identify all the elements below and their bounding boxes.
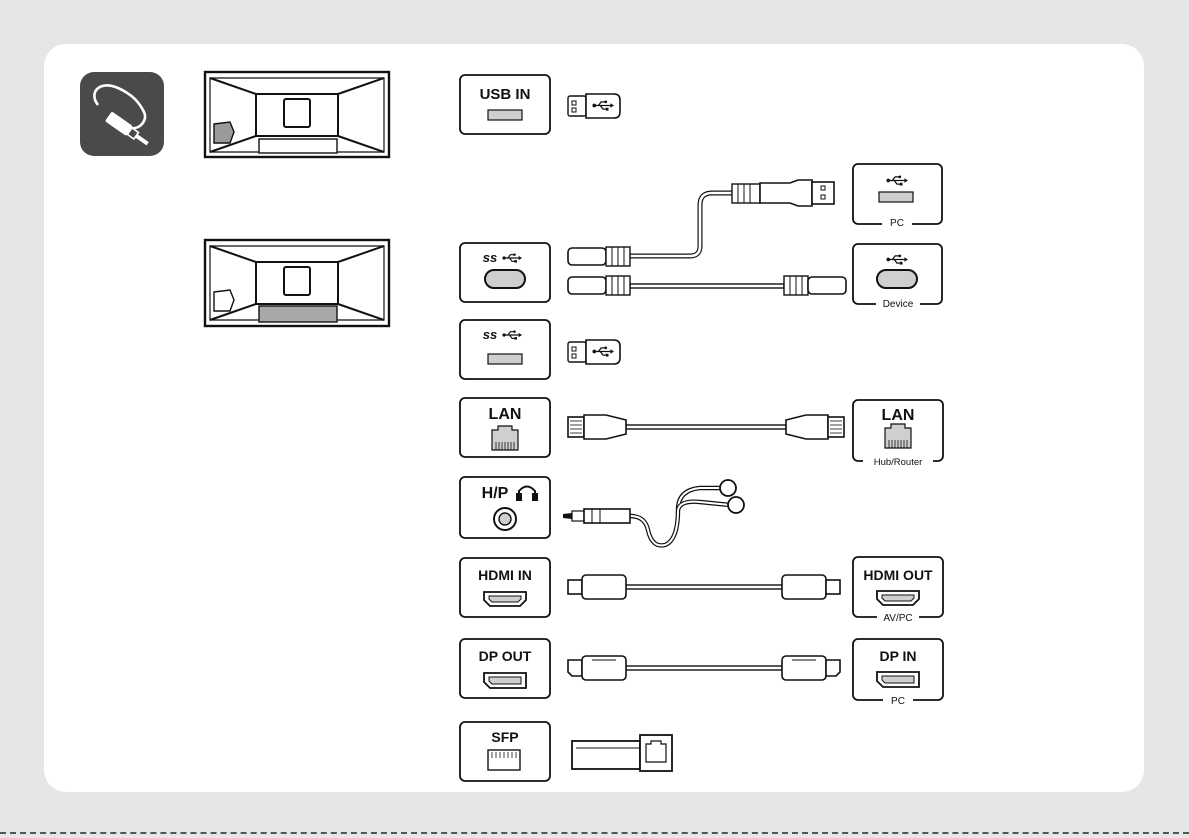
- device-lan-sublabel: Hub/Router: [874, 457, 923, 468]
- ss-label: ss: [483, 327, 497, 342]
- device-pc-usb: PC: [853, 164, 942, 229]
- device-dp-in-label: DP IN: [879, 648, 916, 664]
- usb-flash-drive-2: [568, 340, 620, 364]
- port-usb-c-ss: ss: [460, 243, 550, 302]
- port-dp-out-label: DP OUT: [479, 648, 532, 664]
- port-dp-out: DP OUT: [460, 639, 550, 698]
- device-lan-hub-router: LAN Hub/Router: [853, 400, 943, 468]
- port-hp-label: H/P: [482, 485, 509, 502]
- cable-earphone: [563, 480, 744, 545]
- port-hdmi-in-label: HDMI IN: [478, 567, 532, 583]
- sfp-module: [572, 735, 672, 771]
- port-usb-in-label: USB IN: [480, 86, 531, 103]
- cable-usb-c-to-usb-a: [568, 180, 834, 266]
- ss-label: ss: [483, 250, 497, 265]
- usb-flash-drive-1: [568, 94, 620, 118]
- port-sfp-label: SFP: [491, 729, 518, 745]
- monitor-rear-view-2: [205, 240, 389, 326]
- device-pc-usb-label: PC: [890, 218, 904, 229]
- port-lan-label: LAN: [489, 406, 522, 423]
- port-usb-a-ss: ss: [460, 320, 550, 379]
- device-dp-in-sublabel: PC: [891, 696, 905, 707]
- port-usb-in: USB IN: [460, 75, 550, 134]
- monitor-rear-view-1: [205, 72, 389, 157]
- device-dp-in: DP IN PC: [853, 639, 943, 707]
- port-headphone: H/P: [460, 477, 550, 538]
- port-hdmi-in: HDMI IN: [460, 558, 550, 617]
- cable-displayport: [568, 656, 840, 680]
- port-lan: LAN: [460, 398, 550, 457]
- cable-lan: [568, 415, 844, 439]
- device-usb-c: Device: [853, 244, 942, 310]
- cable-hdmi: [568, 575, 840, 599]
- device-lan-label: LAN: [882, 407, 915, 424]
- cable-usb-c-to-usb-c: [568, 276, 846, 295]
- device-hdmi-out-label: HDMI OUT: [863, 567, 933, 583]
- cable-icon: [80, 72, 164, 156]
- device-usb-c-label: Device: [883, 299, 914, 310]
- port-sfp: SFP: [460, 722, 550, 781]
- device-hdmi-out-sublabel: AV/PC: [883, 613, 912, 624]
- device-hdmi-out: HDMI OUT AV/PC: [853, 557, 943, 624]
